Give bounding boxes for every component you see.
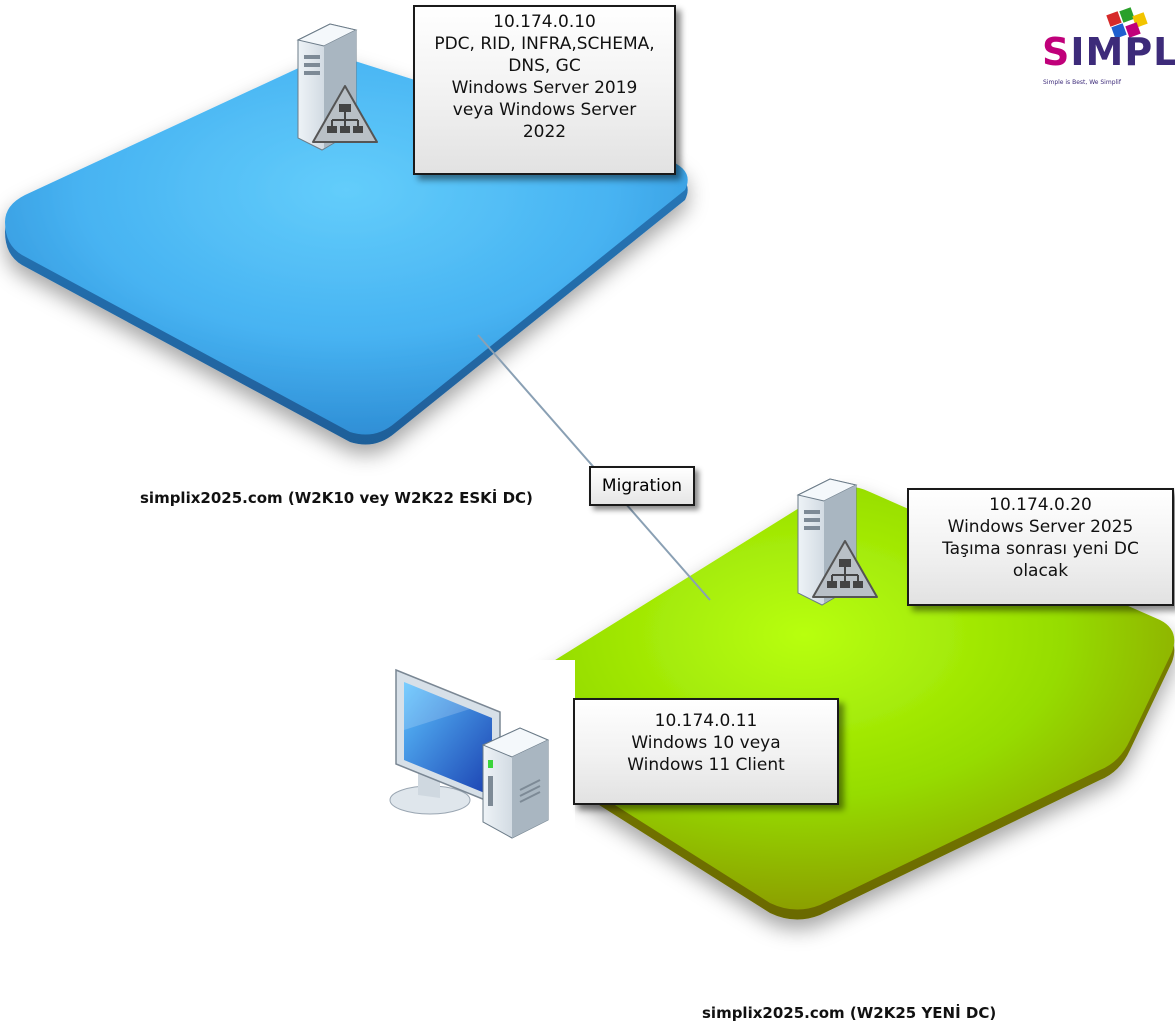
new-dc-line: olacak	[1012, 561, 1069, 581]
logo-wordmark: SIMPL	[1042, 30, 1175, 74]
old-dc-line: Windows Server 2019	[451, 78, 638, 98]
new-dc-line: Taşıma sonrası yeni DC	[942, 539, 1139, 559]
client-line: Windows 11 Client	[627, 755, 785, 775]
old-dc-callout: 10.174.0.10 PDC, RID, INFRA,SCHEMA, DNS,…	[413, 5, 676, 175]
client-computer-icon	[380, 660, 575, 852]
old-dc-line: veya Windows Server	[452, 100, 637, 120]
new-dc-callout: 10.174.0.20 Windows Server 2025 Taşıma s…	[907, 488, 1174, 606]
new-domain-label: simplix2025.com (W2K25 YENİ DC)	[702, 1004, 997, 1022]
old-domain-label: simplix2025.com (W2K10 vey W2K22 ESKİ DC…	[140, 489, 533, 507]
client-line: Windows 10 veya	[631, 733, 781, 753]
new-dc-server-icon	[796, 478, 878, 606]
new-dc-line: Windows Server 2025	[947, 517, 1134, 537]
client-callout: 10.174.0.11 Windows 10 veya Windows 11 C…	[573, 698, 839, 805]
logo-cube-icon	[1106, 7, 1148, 39]
old-dc-line: PDC, RID, INFRA,SCHEMA,	[434, 34, 655, 54]
migration-label: Migration	[589, 466, 695, 506]
logo-tagline: Simple is Best, We Simplif	[1043, 79, 1121, 86]
old-dc-line: 10.174.0.10	[493, 12, 596, 32]
old-dc-server-icon	[296, 23, 378, 151]
old-dc-line: 2022	[522, 122, 567, 142]
new-dc-line: 10.174.0.20	[989, 495, 1092, 515]
client-line: 10.174.0.11	[654, 711, 758, 731]
old-dc-line: DNS, GC	[508, 56, 581, 76]
